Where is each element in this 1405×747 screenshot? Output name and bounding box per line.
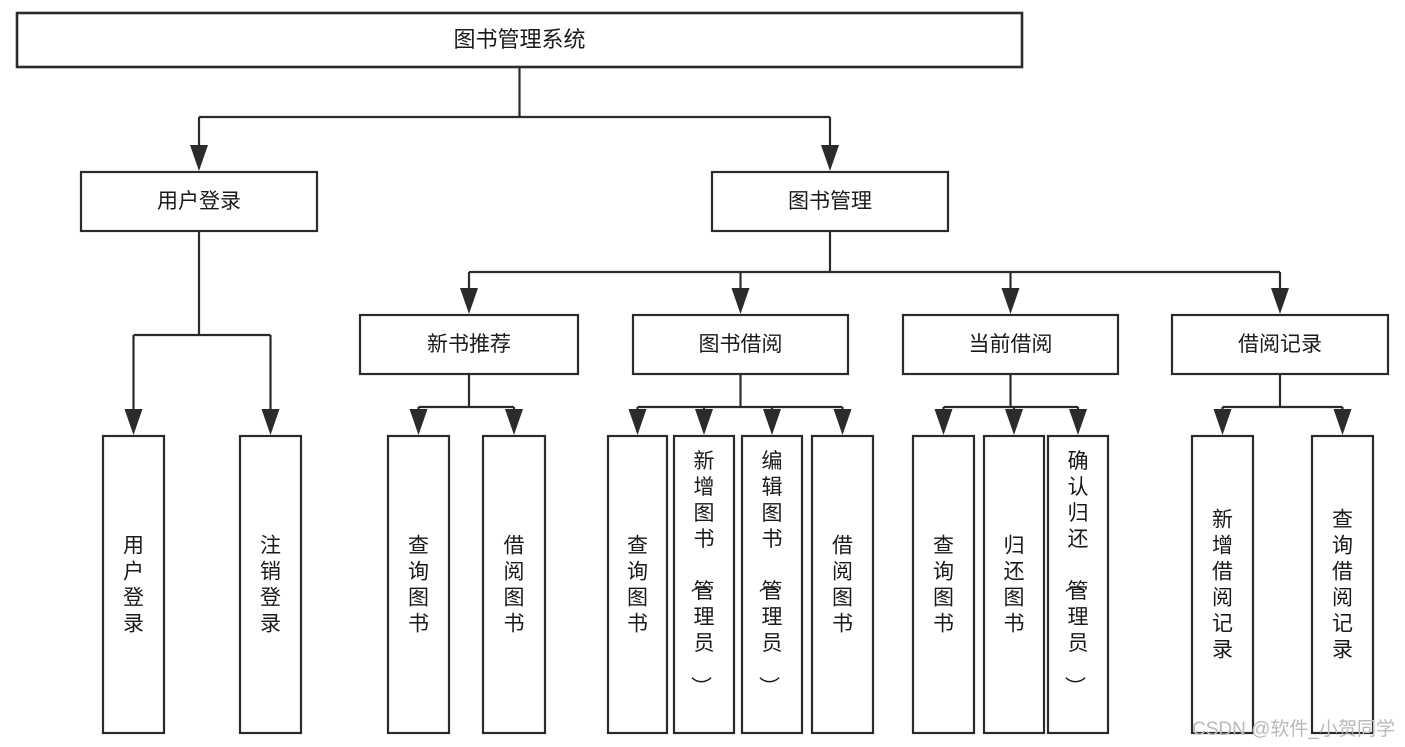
node-rect[interactable] <box>238 434 303 735</box>
arrow-head-icon <box>628 409 647 435</box>
node-n_book_mgmt[interactable]: 图书管理 <box>710 170 950 233</box>
node-label-vertical: 借阅图书 <box>832 535 853 636</box>
node-root[interactable]: 图书管理系统 <box>15 11 1024 69</box>
node-rect[interactable] <box>1046 434 1110 735</box>
node-label-vertical: 新增借阅记录 <box>1212 509 1233 662</box>
node-rect[interactable] <box>1190 434 1255 735</box>
node-label: 当前借阅 <box>969 333 1053 356</box>
node-rect[interactable] <box>982 434 1046 735</box>
connector-group-n_current <box>934 374 1087 435</box>
node-label: 借阅记录 <box>1238 333 1322 356</box>
node-label-vertical: 确认归还（管理员） <box>1063 450 1089 697</box>
arrow-head-icon <box>505 409 523 435</box>
node-l_user_logout[interactable]: 注销登录 <box>238 434 303 735</box>
node-n_borrow[interactable]: 图书借阅 <box>631 313 850 376</box>
node-rect[interactable] <box>740 434 804 735</box>
node-label-vertical: 编辑图书（管理员） <box>757 450 783 697</box>
node-l_query_book_2[interactable]: 查询图书 <box>606 434 669 735</box>
arrow-head-icon <box>1271 288 1289 314</box>
node-l_add_book[interactable]: 新增图书（管理员） <box>672 434 736 735</box>
node-label-vertical: 查询图书 <box>627 535 648 636</box>
node-l_return_book[interactable]: 归还图书 <box>982 434 1046 735</box>
arrow-head-icon <box>1069 409 1087 435</box>
node-n_current[interactable]: 当前借阅 <box>901 313 1120 376</box>
connector-group-n_record <box>1213 374 1352 435</box>
connector-group-n_user_login <box>124 231 280 435</box>
node-rect[interactable] <box>672 434 736 735</box>
node-l_confirm_return[interactable]: 确认归还（管理员） <box>1046 434 1110 735</box>
connector-group-root <box>190 67 839 171</box>
arrow-head-icon <box>409 409 428 435</box>
arrow-head-icon <box>1213 409 1232 435</box>
arrow-head-icon <box>190 145 208 171</box>
node-rect[interactable] <box>101 434 166 735</box>
arrow-head-icon <box>695 409 713 435</box>
node-l_query_book_3[interactable]: 查询图书 <box>911 434 976 735</box>
arrow-head-icon <box>833 409 852 435</box>
node-label: 图书管理 <box>788 190 872 213</box>
node-layer: 图书管理系统用户登录图书管理新书推荐图书借阅当前借阅借阅记录用户登录注销登录查询… <box>15 11 1390 735</box>
node-label: 图书管理系统 <box>453 27 585 52</box>
node-l_query_book_1[interactable]: 查询图书 <box>386 434 451 735</box>
arrow-head-icon <box>763 409 781 435</box>
node-l_user_login[interactable]: 用户登录 <box>101 434 166 735</box>
node-rect[interactable] <box>1170 313 1390 376</box>
arrow-head-icon <box>1001 288 1020 314</box>
node-rect[interactable] <box>358 313 580 376</box>
node-label-vertical: 借阅图书 <box>504 535 525 636</box>
arrow-head-icon <box>1333 409 1352 435</box>
node-l_add_record[interactable]: 新增借阅记录 <box>1190 434 1255 735</box>
node-label-vertical: 用户登录 <box>123 535 144 636</box>
node-rect[interactable] <box>606 434 669 735</box>
node-label-vertical: 归还图书 <box>1004 535 1025 636</box>
node-label-vertical: 新增图书（管理员） <box>689 450 715 697</box>
node-label-vertical: 查询借阅记录 <box>1332 509 1353 662</box>
connector-group-n_new_rec <box>409 374 523 435</box>
node-l_borrow_book_1[interactable]: 借阅图书 <box>481 434 547 735</box>
node-rect[interactable] <box>79 170 319 233</box>
arrow-head-icon <box>821 145 839 171</box>
node-rect[interactable] <box>911 434 976 735</box>
arrow-head-icon <box>460 288 478 314</box>
node-l_edit_book[interactable]: 编辑图书（管理员） <box>740 434 804 735</box>
node-label: 用户登录 <box>157 190 241 213</box>
node-label: 新书推荐 <box>427 333 511 356</box>
node-n_user_login[interactable]: 用户登录 <box>79 170 319 233</box>
connector-layer <box>124 67 1352 435</box>
node-l_borrow_book_2[interactable]: 借阅图书 <box>810 434 875 735</box>
node-rect[interactable] <box>481 434 547 735</box>
arrow-head-icon <box>731 288 750 314</box>
node-label-vertical: 注销登录 <box>260 535 281 636</box>
node-rect[interactable] <box>15 11 1024 69</box>
arrow-head-icon <box>261 409 280 435</box>
arrow-head-icon <box>124 409 143 435</box>
connector-group-n_book_mgmt <box>460 231 1289 314</box>
node-label-vertical: 查询图书 <box>408 535 429 636</box>
arrow-head-icon <box>934 409 953 435</box>
node-rect[interactable] <box>710 170 950 233</box>
node-label: 图书借阅 <box>699 333 783 356</box>
arrow-head-icon <box>1005 409 1023 435</box>
node-rect[interactable] <box>631 313 850 376</box>
node-n_new_rec[interactable]: 新书推荐 <box>358 313 580 376</box>
node-rect[interactable] <box>901 313 1120 376</box>
connector-group-n_borrow <box>628 374 852 435</box>
node-rect[interactable] <box>1310 434 1375 735</box>
node-n_record[interactable]: 借阅记录 <box>1170 313 1390 376</box>
node-label-vertical: 查询图书 <box>933 535 954 636</box>
node-rect[interactable] <box>386 434 451 735</box>
node-rect[interactable] <box>810 434 875 735</box>
node-l_query_record[interactable]: 查询借阅记录 <box>1310 434 1375 735</box>
